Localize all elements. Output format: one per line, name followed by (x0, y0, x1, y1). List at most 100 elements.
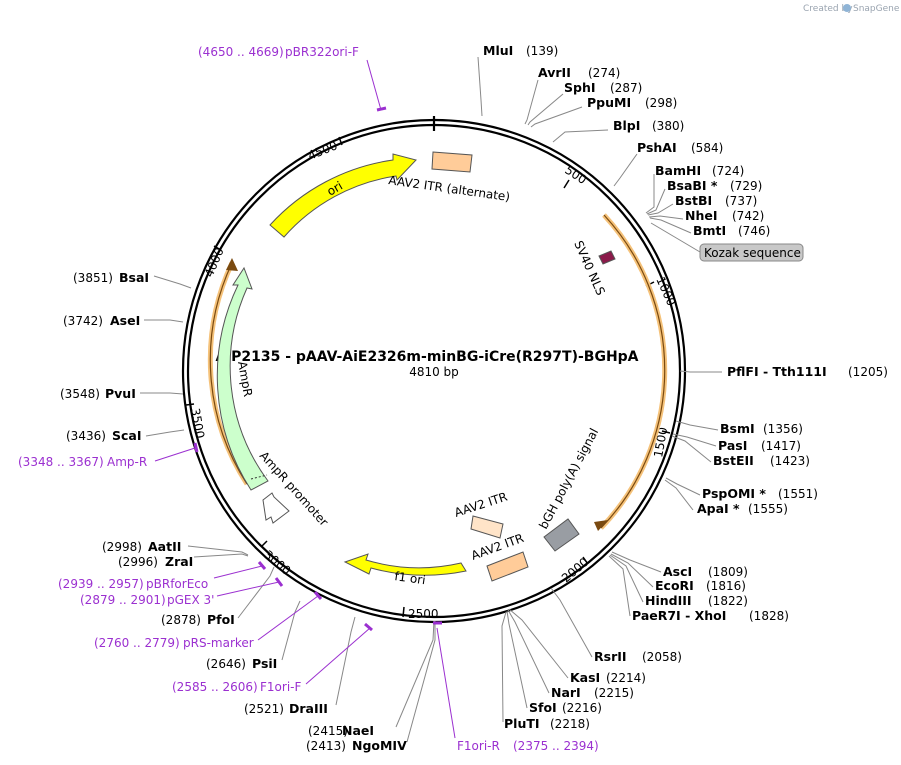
feature-aav2-itr-1[interactable]: AAV2 ITR (453, 490, 510, 539)
site-pfoi[interactable]: PfoI (2878) (161, 566, 275, 627)
site-nari[interactable]: NarI (2215) (507, 609, 634, 700)
site-mlui[interactable]: MluI (139) (477, 43, 558, 117)
site-pos: (2415) (308, 724, 348, 738)
site-sphi[interactable]: SphI (287) (527, 80, 642, 126)
itr2-box (486, 551, 529, 582)
site-name: PvuI (105, 386, 136, 401)
tick-label: 3500 (188, 407, 207, 440)
site-leader (649, 217, 692, 234)
site-kasi[interactable]: KasI (2214) (508, 608, 646, 685)
tick-label: 4000 (202, 246, 227, 280)
feature-f1-ori[interactable]: f1 ori (343, 553, 467, 587)
site-leader (679, 370, 722, 373)
primer-pbr322ori-f[interactable]: (4650 .. 4669) pBR322ori-F (198, 45, 387, 112)
site-psii[interactable]: PsiI (2646) (206, 600, 301, 671)
site-hindiii[interactable]: HindIII (1822) (609, 554, 748, 608)
primer-name: pBR322ori-F (285, 45, 359, 59)
site-zrai[interactable]: ZraI (2996) (118, 553, 249, 569)
feature-ampr[interactable]: AmpR (216, 266, 269, 491)
site-apai[interactable]: ApaI * (1555) (664, 479, 788, 516)
primer-amp-r[interactable]: (3348 .. 3367) Amp-R (18, 442, 199, 469)
site-pos: (2521) (244, 702, 284, 716)
site-blpi[interactable]: BlpI (380) (552, 118, 684, 143)
site-leader (527, 93, 564, 126)
site-bstbi[interactable]: BstBI (737) (647, 193, 757, 216)
site-avrii[interactable]: AvrII (274) (524, 65, 620, 125)
site-scai[interactable]: ScaI (3436) (66, 428, 185, 443)
site-pos: (2646) (206, 657, 246, 671)
feature-aav2-itr-2[interactable]: AAV2 ITR (469, 531, 529, 582)
site-leader (648, 215, 684, 220)
site-pos: (287) (610, 81, 642, 95)
feature-sv40-nls[interactable]: SV40 NLS (571, 239, 616, 298)
orf-arrowhead-icon (594, 520, 608, 531)
site-aatii[interactable]: AatII (2998) (102, 539, 249, 556)
site-pos: (1356) (763, 422, 803, 436)
site-draiii[interactable]: DraIII (2521) (244, 616, 356, 716)
site-name: PflFI - Tth111I (727, 364, 827, 379)
site-pflfi[interactable]: PflFI - Tth111I (1205) (679, 364, 888, 379)
f1ori-arrow (343, 553, 467, 576)
primer-f1ori-r[interactable]: F1ori-R (2375 .. 2394) (433, 621, 599, 753)
feature-bgh-polya[interactable]: bGH poly(A) signal (536, 426, 601, 552)
site-pos: (2214) (606, 671, 646, 685)
primer-f1ori-f[interactable]: (2585 .. 2606) F1ori-F (172, 622, 373, 694)
site-bmti[interactable]: BmtI (746) (649, 217, 770, 238)
site-name: PasI (718, 438, 747, 453)
site-leader (647, 203, 674, 216)
site-bsmi[interactable]: BsmI (1356) (675, 420, 803, 436)
site-rsrii[interactable]: RsrII (2058) (550, 587, 682, 664)
site-pvui[interactable]: PvuI (3548) (60, 386, 184, 401)
site-pluti[interactable]: PluTI (2218) (501, 611, 590, 731)
orf-line-icre (600, 214, 666, 529)
feature-ori[interactable]: ori (269, 153, 417, 238)
site-bsai[interactable]: BsaI (3851) (73, 270, 192, 289)
primer-prs-marker[interactable]: (2760 .. 2779) pRS-marker (94, 591, 323, 650)
site-asei[interactable]: AseI (3742) (63, 313, 184, 328)
primer-pbrforeco[interactable]: (2939 .. 2957) pBRforEco (58, 561, 267, 591)
site-leader (675, 420, 719, 431)
site-name: RsrII (594, 649, 627, 664)
site-ngomiv[interactable]: NgoMIV (2413) (306, 621, 436, 753)
feature-label-itr1: AAV2 ITR (453, 490, 510, 520)
site-pasi[interactable]: PasI (1417) (672, 433, 801, 453)
site-sfoi[interactable]: SfoI (2216) (506, 610, 602, 715)
site-asci[interactable]: AscI (1809) (611, 551, 748, 579)
snapgene-logo-icon (843, 4, 851, 12)
site-nhei[interactable]: NheI (742) (648, 208, 764, 223)
primer-leader (436, 627, 456, 739)
site-pshai[interactable]: PshAI (584) (613, 140, 723, 187)
restriction-sites: MluI (139) AvrII (274) SphI (287) PpuMI … (60, 43, 888, 753)
site-naei[interactable]: NaeI (2415) (308, 620, 435, 738)
feature-ampr-promoter[interactable]: AmpR promoter (257, 449, 331, 529)
site-pos: (1205) (848, 365, 888, 379)
tick-label: 2500 (408, 607, 439, 621)
kozak-label-box (699, 243, 804, 262)
primer-pgex3[interactable]: (2879 .. 2901) pGEX 3' (80, 577, 284, 607)
site-leader (335, 616, 356, 706)
feature-kozak[interactable]: Kozak sequence (699, 243, 804, 262)
tick-mark (213, 245, 222, 251)
site-name: AseI (110, 313, 140, 328)
site-pos: (584) (691, 141, 723, 155)
site-pspomi[interactable]: PspOMI * (1551) (665, 477, 818, 501)
site-name: PfoI (207, 612, 235, 627)
site-pos: (1551) (778, 487, 818, 501)
site-paer7i[interactable]: PaeR7I - XhoI (1828) (608, 555, 789, 623)
primer-range: (4650 .. 4669) (198, 45, 284, 59)
tick-mark (563, 179, 570, 189)
site-leader (672, 433, 717, 447)
site-pos: (724) (712, 164, 744, 178)
site-name: BsmI (720, 421, 755, 436)
site-pos: (3436) (66, 429, 106, 443)
site-leader (406, 621, 436, 743)
site-bamhi[interactable]: BamHI (724) (645, 163, 744, 214)
site-bsteii[interactable]: BstEII (1423) (671, 435, 810, 468)
site-leader (552, 129, 609, 143)
site-ecori[interactable]: EcoRI (1816) (610, 553, 746, 593)
site-bsabi[interactable]: BsaBI * (729) (646, 178, 762, 215)
ori-arrow (269, 153, 417, 238)
primer-name: Amp-R (107, 455, 147, 469)
site-ppumi[interactable]: PpuMI (298) (530, 95, 677, 128)
